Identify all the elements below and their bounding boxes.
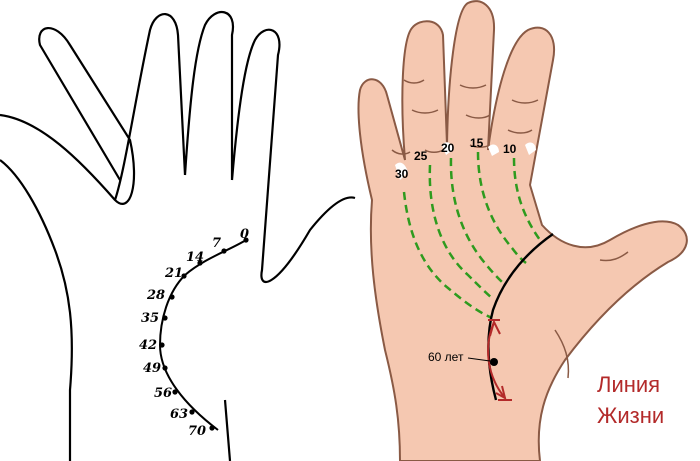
- finger-creases: [391, 79, 629, 379]
- age-label-right: 25: [414, 149, 428, 163]
- age-label-left: 0: [240, 227, 249, 242]
- life-line-point: [169, 294, 175, 300]
- influence-line-10: [512, 157, 542, 241]
- life-line-point: [159, 342, 165, 348]
- title-line-1: Линия: [597, 372, 660, 397]
- life-line-point: [162, 315, 168, 321]
- arrow-head-bottom: [495, 385, 507, 400]
- age-60-marker: [490, 358, 498, 366]
- age-label-left: 42: [139, 338, 157, 353]
- left-hand-outline: [0, 10, 356, 461]
- influence-line-30: [402, 191, 493, 320]
- age-label-right: 10: [503, 142, 517, 156]
- arrow-head-top: [489, 319, 501, 337]
- right-hand: 60 лет 30 25 20 15 10: [357, 0, 688, 461]
- age-label-right: 20: [441, 141, 455, 155]
- life-line-point: [209, 425, 215, 431]
- influence-line-20: [449, 157, 504, 284]
- life-line-point: [189, 409, 195, 415]
- life-line-point: [221, 248, 227, 254]
- age-label-left: 63: [170, 407, 188, 422]
- life-line-left: [158, 239, 247, 431]
- influence-line-25: [428, 164, 493, 299]
- age-label-left: 28: [146, 288, 165, 303]
- title-line-2: Жизни: [597, 403, 664, 428]
- age-label-right: 30: [395, 167, 409, 181]
- age-label-left: 35: [141, 311, 159, 326]
- age-label-left: 21: [164, 266, 183, 281]
- age-label-left: 14: [186, 250, 204, 265]
- age-label-left: 56: [154, 386, 172, 401]
- marker-leader: [467, 357, 491, 362]
- life-line-point: [243, 237, 249, 243]
- life-line-point: [172, 389, 178, 395]
- age-label-left: 70: [188, 424, 206, 439]
- age-scale-left: 0 7 14 21 28 35 42 49 56 63 70: [139, 227, 249, 439]
- life-line-point: [181, 273, 187, 279]
- age-label-right: 15: [470, 136, 484, 150]
- life-line-points: [159, 237, 249, 431]
- left-hand: 0 7 14 21 28 35 42 49 56 63 70: [0, 10, 356, 461]
- age-label-left: 7: [212, 236, 221, 251]
- age-label-left: 49: [143, 361, 161, 376]
- life-line-point: [197, 260, 203, 266]
- marker-label: 60 лет: [428, 350, 464, 364]
- age-scale-right: 30 25 20 15 10: [395, 136, 517, 181]
- life-line-point: [162, 365, 168, 371]
- influence-line-15: [476, 151, 527, 264]
- diagram-title: Линия Жизни: [597, 372, 664, 428]
- right-hand-silhouette: [357, 0, 688, 461]
- age-range-arrow: [487, 319, 512, 401]
- influence-lines: [402, 151, 542, 320]
